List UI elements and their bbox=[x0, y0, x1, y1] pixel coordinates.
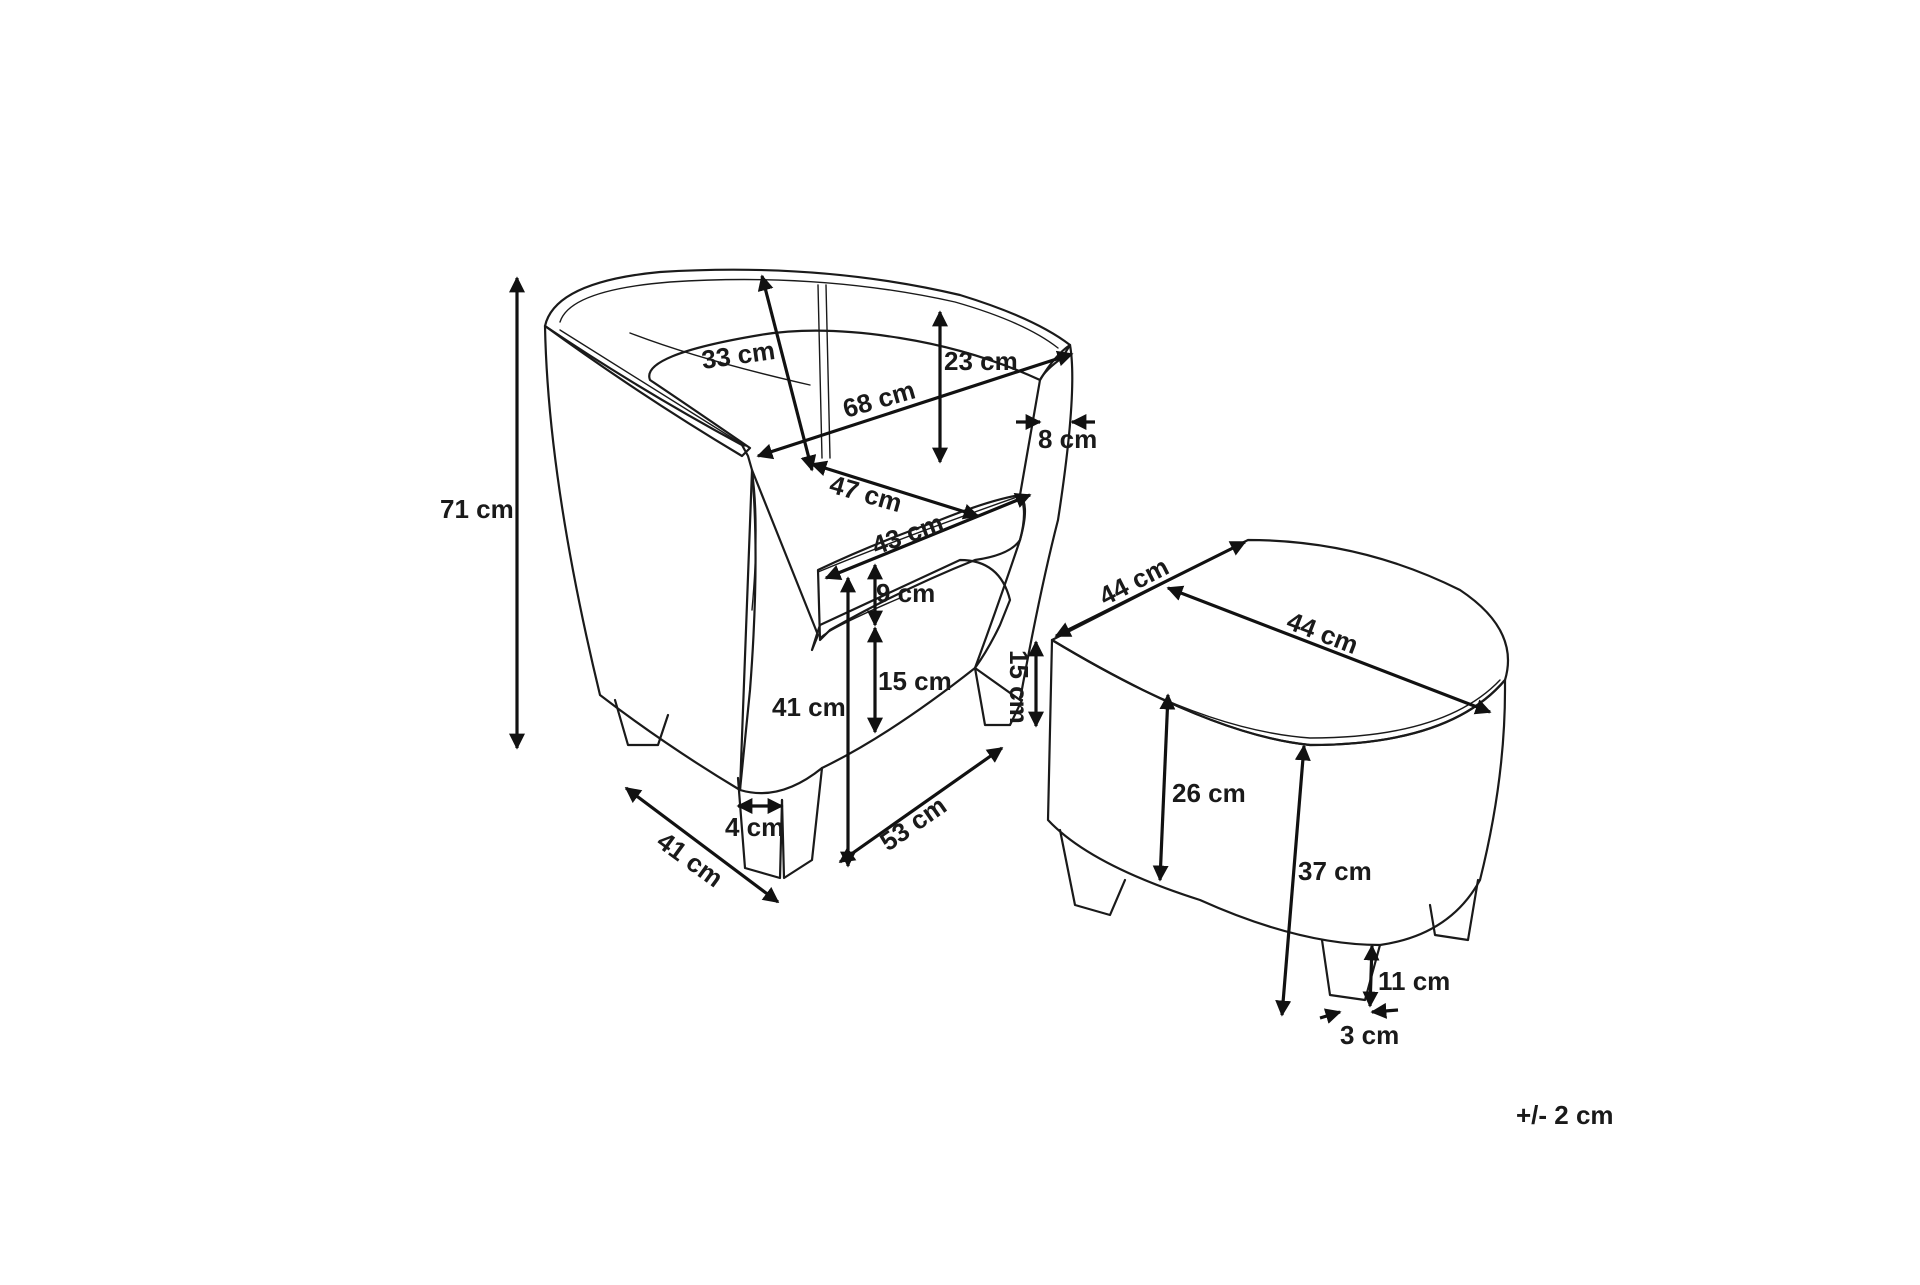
chair-front-right-leg bbox=[780, 766, 824, 880]
ottoman-right-leg bbox=[1428, 878, 1480, 942]
chair-left-arm-inner bbox=[751, 469, 757, 611]
arrow-ottoman-height bbox=[1275, 744, 1311, 1017]
chair-back-right-leg bbox=[973, 666, 1024, 727]
dimension-arrows bbox=[509, 274, 1492, 1024]
label-chair-width: 53 cm bbox=[874, 790, 952, 857]
label-seat-height: 41 cm bbox=[772, 692, 846, 722]
ottoman bbox=[1046, 538, 1510, 1002]
label-seat-width: 43 cm bbox=[868, 507, 948, 560]
chair-back-left-leg bbox=[613, 698, 670, 747]
chair-back-seam bbox=[817, 284, 823, 459]
label-ottoman-leg-height: 11 cm bbox=[1378, 966, 1450, 996]
label-back-depth: 33 cm bbox=[700, 335, 777, 375]
arrow-seat-width bbox=[824, 493, 1032, 580]
label-ottoman-width: 44 cm bbox=[1283, 606, 1363, 660]
arrow-ottoman-body-height bbox=[1152, 693, 1176, 882]
label-leg-width: 4 cm bbox=[725, 812, 784, 842]
label-total-height: 71 cm bbox=[440, 494, 514, 524]
label-arm-width: 8 cm bbox=[1038, 424, 1097, 454]
label-ottoman-height: 37 cm bbox=[1298, 856, 1372, 886]
arrow-chair-depth bbox=[624, 786, 780, 904]
label-ottoman-body-height: 26 cm bbox=[1172, 778, 1246, 808]
label-ottoman-leg-width: 3 cm bbox=[1340, 1020, 1399, 1050]
label-ottoman-depth: 44 cm bbox=[1094, 551, 1173, 611]
label-back-above-arm: 23 cm bbox=[944, 346, 1018, 376]
arrow-back-width bbox=[756, 350, 1074, 460]
ottoman-front-leg bbox=[1058, 828, 1127, 917]
chair-rim-piping bbox=[559, 278, 1059, 349]
arrow-ottoman-depth bbox=[1054, 540, 1247, 638]
ottoman-top bbox=[1050, 538, 1510, 747]
label-tolerance: +/- 2 cm bbox=[1516, 1100, 1614, 1130]
arrow-ottoman-leg-width-right bbox=[1370, 1002, 1399, 1019]
chair-left-side bbox=[543, 324, 754, 792]
arrow-ottoman-leg-width-left bbox=[1319, 1008, 1342, 1024]
label-cushion-height: 9 cm bbox=[876, 578, 935, 608]
arrow-chair-width bbox=[838, 746, 1004, 864]
label-arm-to-seat: 15 cm bbox=[878, 666, 952, 696]
label-leg-height: 15 cm bbox=[1004, 650, 1034, 724]
arrow-ottoman-width bbox=[1166, 585, 1492, 715]
arrow-ottoman-leg-height bbox=[1362, 944, 1380, 1008]
label-seat-depth: 47 cm bbox=[826, 469, 905, 518]
chair-rim-piping-inner bbox=[559, 329, 746, 447]
